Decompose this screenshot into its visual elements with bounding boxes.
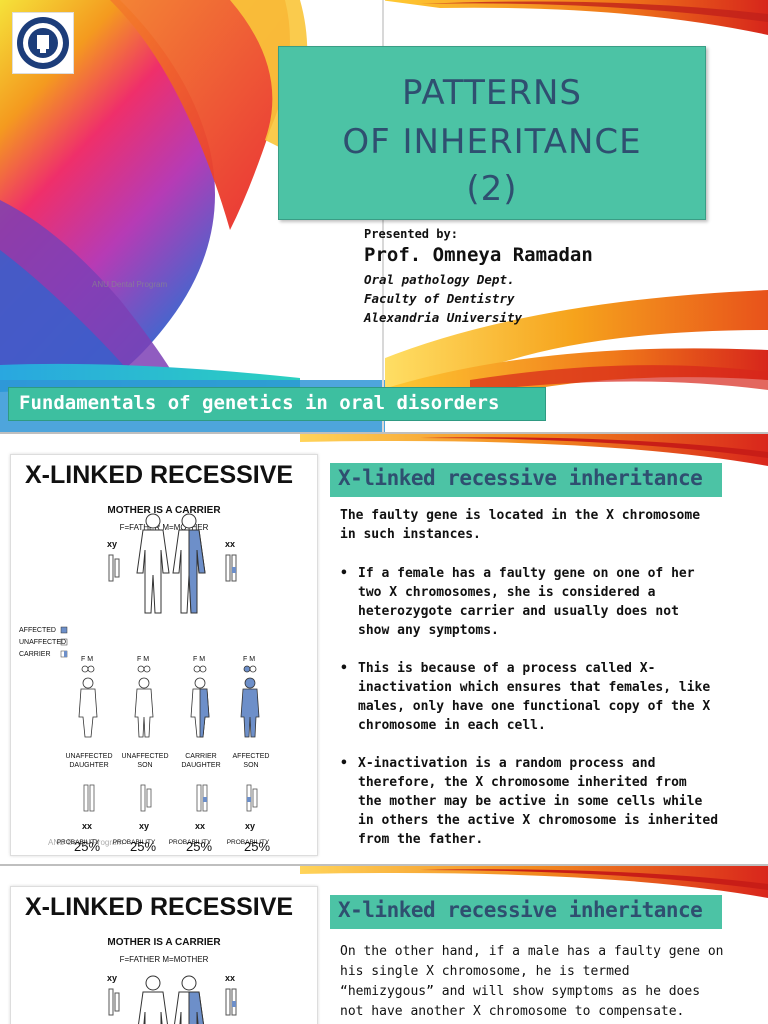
child-label-3b: DAUGHTER	[181, 762, 221, 769]
child-prob-3: PROBABILITY	[168, 839, 212, 846]
section-heading: X-linked recessive inheritance	[330, 895, 722, 929]
mother-chromosome-label: xx	[225, 539, 236, 549]
child-prob-4: PROBABILITY	[226, 839, 270, 846]
bullet-1-line-2: two X chromosomes, she is considered a	[358, 585, 656, 600]
slide-divider	[0, 432, 768, 434]
inheritance-figure: X-LINKED RECESSIVE MOTHER IS A CARRIER F…	[10, 886, 318, 1024]
child-pct-1: 25%	[73, 839, 101, 854]
affiliation-university: Alexandria University	[364, 310, 523, 325]
content-slide-2: X-LINKED RECESSIVE MOTHER IS A CARRIER F…	[0, 866, 768, 1024]
child-prob-2: PROBABILITY	[112, 839, 156, 846]
course-banner: Fundamentals of genetics in oral disorde…	[8, 387, 546, 421]
section-heading-text: X-linked recessive inheritance	[338, 898, 703, 922]
father-chromosome-label: xy	[107, 973, 118, 983]
content-slide-1: X-LINKED RECESSIVE MOTHER IS A CARRIER F…	[0, 434, 768, 864]
child-label-4b: SON	[243, 762, 259, 769]
child-pct-4: 25%	[243, 839, 271, 854]
child-label-2a: UNAFFECTED	[121, 753, 169, 760]
bullet-3-line-1: •X-inactivation is a random process and	[340, 756, 656, 771]
presented-by-label: Presented by:	[364, 227, 458, 241]
intro-line-1: The faulty gene is located in the X chro…	[340, 508, 701, 523]
title-line-2: OF INHERITANCE	[342, 122, 642, 162]
orange-swoosh-graphic	[300, 866, 768, 898]
bullet-2-line-2: inactivation which ensures that females,…	[358, 680, 711, 695]
child-pct-2: 25%	[129, 839, 157, 854]
intro-line-2: in such instances.	[340, 527, 481, 542]
child-fm-label: F M	[193, 656, 206, 663]
bullet-2-line-4: chromosome in each cell.	[358, 718, 546, 733]
figure-title: X-LINKED RECESSIVE	[25, 893, 294, 921]
child-label-1a: UNAFFECTED	[65, 753, 113, 760]
child-pct-3: 25%	[185, 839, 213, 854]
title-line-1: PATTERNS	[401, 73, 582, 113]
affiliation-department: Oral pathology Dept.	[364, 272, 515, 287]
section-heading: X-linked recessive inheritance	[330, 463, 722, 497]
legend-carrier: CARRIER	[19, 651, 51, 658]
child-label-1b: DAUGHTER	[69, 762, 109, 769]
child-prob-1: PROBABILITY	[56, 839, 100, 846]
course-banner-text: Fundamentals of genetics in oral disorde…	[19, 392, 500, 414]
child-chrom-1: xx	[82, 821, 93, 831]
child-fm-label: F M	[137, 656, 150, 663]
figure-subtitle: MOTHER IS A CARRIER	[107, 937, 221, 948]
pedigree-diagram	[60, 513, 260, 812]
bullet-1-line-4: show any symptoms.	[358, 623, 499, 638]
legend-unaffected: UNAFFECTED	[19, 639, 67, 646]
child-chrom-3: xx	[195, 821, 206, 831]
bullet-1-line-3: heterozygote carrier and usually does no…	[358, 604, 679, 619]
bullet-1-line-1: •If a female has a faulty gene on one of…	[340, 566, 695, 581]
slide-divider	[0, 864, 768, 866]
title-box: PATTERNS OF INHERITANCE (2)	[278, 46, 706, 220]
child-fm-label: F M	[81, 656, 94, 663]
bullet-2-line-1: •This is because of a process called X-	[340, 661, 656, 676]
child-label-4a: AFFECTED	[232, 753, 270, 760]
figure-subtitle: MOTHER IS A CARRIER	[107, 505, 221, 516]
legend-affected: AFFECTED	[19, 627, 56, 634]
mother-chromosome-label: xx	[225, 973, 236, 983]
watermark-text: ANU Dental Program	[92, 280, 168, 289]
section-heading-text: X-linked recessive inheritance	[338, 466, 703, 490]
inheritance-figure: X-LINKED RECESSIVE MOTHER IS A CARRIER F…	[10, 454, 318, 856]
watermark-text: ANU Dental Program	[48, 838, 124, 847]
figure-title: X-LINKED RECESSIVE	[25, 461, 294, 489]
title-line-3: (2)	[466, 169, 518, 209]
child-chrom-2: xy	[139, 821, 150, 831]
bullet-3-line-5: from the father.	[358, 832, 484, 847]
bullet-3-line-2: therefore, the X chromosome inherited fr…	[358, 775, 687, 790]
body-line-4: not have another X chromosome to compens…	[340, 1004, 685, 1019]
title-slide: ANU Dental Program PATTERNS OF INHERITAN…	[0, 0, 768, 432]
university-logo	[12, 12, 74, 74]
pedigree-diagram	[108, 975, 237, 1024]
child-label-2b: SON	[137, 762, 153, 769]
presenter-name: Prof. Omneya Ramadan	[364, 244, 593, 266]
bullet-3-line-3: the mother may be active in some cells w…	[358, 794, 703, 809]
parents-key: F=FATHER M=MOTHER	[119, 523, 209, 532]
father-chromosome-label: xy	[107, 539, 118, 549]
child-fm-label: F M	[243, 656, 256, 663]
orange-swoosh-graphic	[300, 434, 768, 466]
affiliation-faculty: Faculty of Dentistry	[364, 291, 515, 306]
parents-key: F=FATHER M=MOTHER	[119, 955, 209, 964]
body-line-1: On the other hand, if a male has a fault…	[340, 944, 724, 959]
body-line-2: his single X chromosome, he is termed	[340, 964, 630, 979]
bullet-2-line-3: males, only have one functional copy of …	[358, 699, 711, 714]
bullet-3-line-4: in others the active X chromosome is inh…	[358, 813, 719, 828]
child-label-3a: CARRIER	[185, 753, 217, 760]
body-line-3: “hemizygous” and will show symptoms as h…	[340, 984, 701, 999]
child-chrom-4: xy	[245, 821, 256, 831]
